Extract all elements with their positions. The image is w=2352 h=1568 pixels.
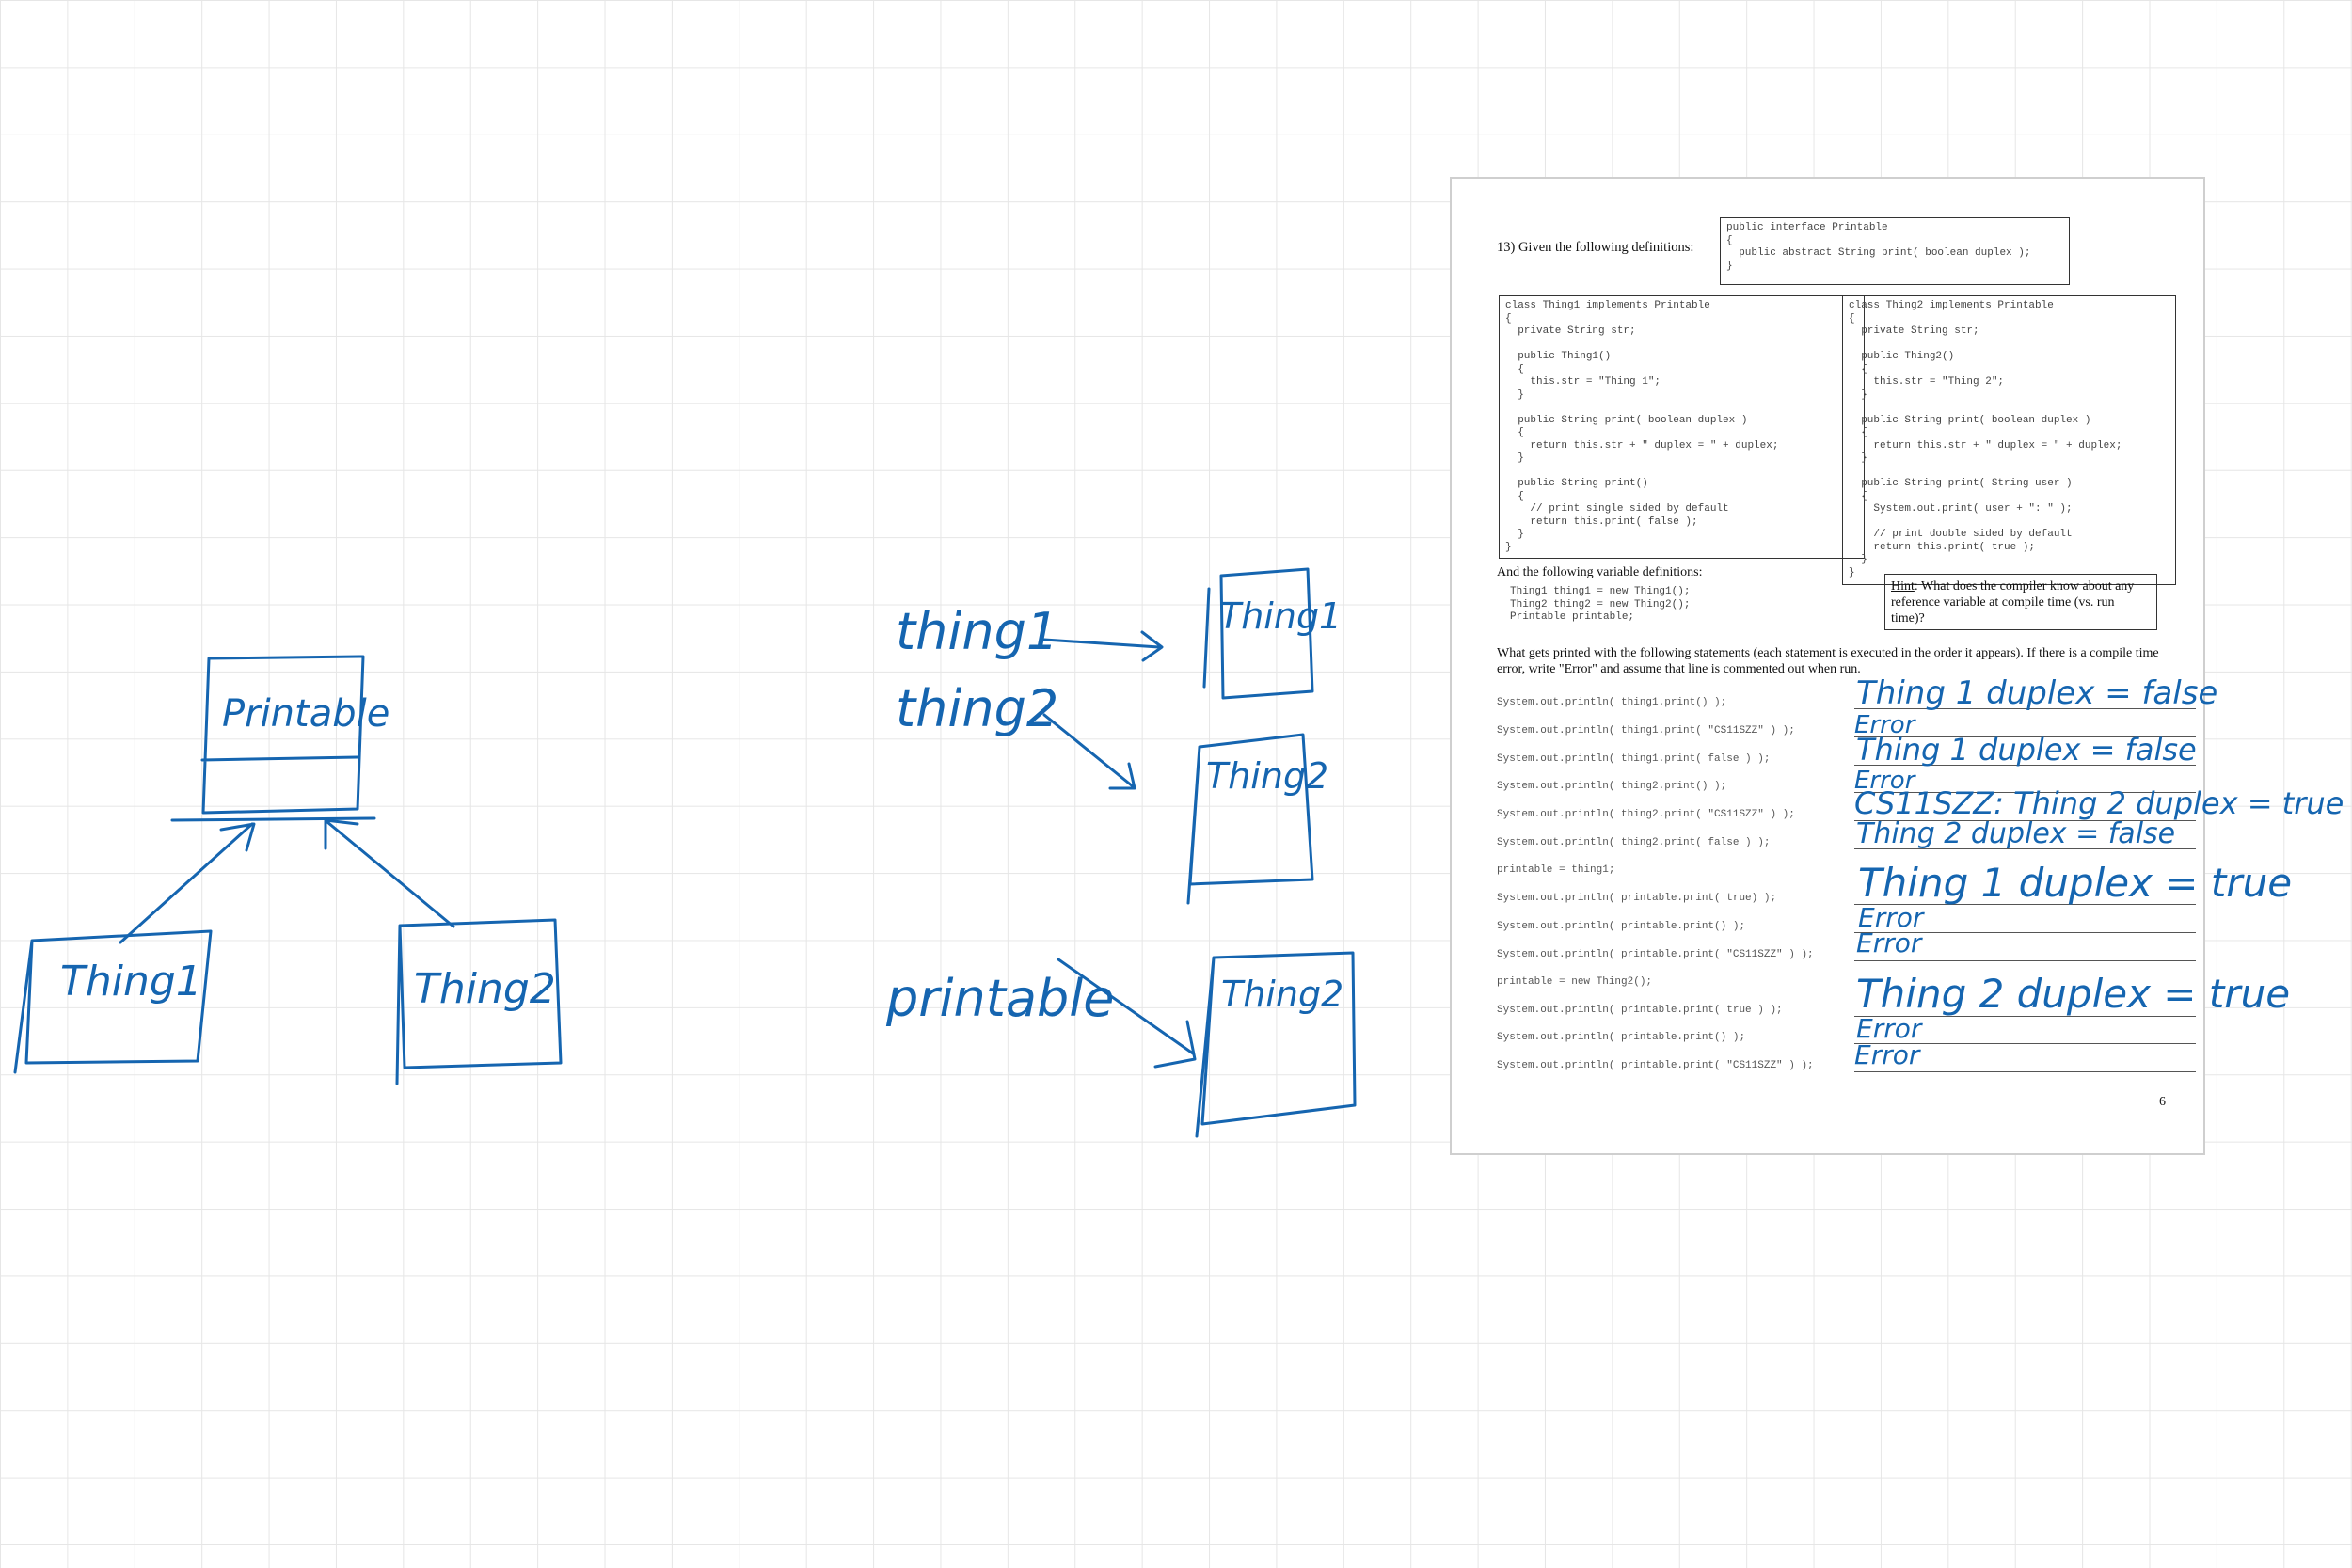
vars-intro: And the following variable definitions: [1497, 565, 1703, 579]
sketch-box-thing2-right [395, 918, 563, 1085]
statement: System.out.println( printable.print() ); [1497, 1032, 1746, 1043]
worksheet-page: 13) Given the following definitions: pub… [1450, 177, 2344, 1155]
answer: Thing 2 duplex = true [1856, 971, 2291, 1017]
answer: Thing 1 duplex = false [1856, 674, 2218, 712]
answer: CS11SZZ: Thing 2 duplex = true [1854, 785, 2344, 821]
hint-text: : What does the compiler know about any … [1891, 579, 2135, 626]
answer-line [1854, 1071, 2196, 1072]
thing1-code: class Thing1 implements Printable { priv… [1505, 300, 1779, 553]
answer: Error [1856, 1013, 1922, 1044]
statement: System.out.println( thing1.print() ); [1497, 697, 1727, 708]
question-intro: 13) Given the following definitions: [1497, 240, 1694, 255]
sketch-var-thing1: thing1 [896, 602, 1058, 661]
sketch-obj-thing2: Thing2 [1206, 755, 1328, 797]
answer-line [1854, 904, 2196, 905]
statement: System.out.println( thing1.print( false … [1497, 753, 1771, 765]
sketch-box-printable [170, 655, 376, 822]
answer-line [1854, 820, 2196, 821]
statement: System.out.println( printable.print( "CS… [1497, 1060, 1814, 1071]
answer-line [1854, 765, 2196, 766]
answer-line [1854, 736, 2196, 737]
vars-code: Thing1 thing1 = new Thing1(); Thing2 thi… [1510, 586, 1691, 623]
sketch-box-thing1-left [13, 929, 213, 1074]
sketch-arrow-thing2 [1042, 713, 1136, 790]
sketch-label-printable: Printable [222, 692, 389, 736]
sketch-label-thing2-right: Thing2 [414, 965, 556, 1013]
statement: System.out.println( printable.print( tru… [1497, 893, 1777, 904]
statement: printable = thing1; [1497, 864, 1615, 876]
answer: Error [1854, 767, 1915, 795]
sketch-box-thing2-object [1186, 733, 1314, 905]
answer: Thing 1 duplex = true [1858, 860, 2293, 906]
answer-line [1854, 960, 2196, 961]
hint-box: Hint: What does the compiler know about … [1884, 574, 2157, 630]
page-number: 6 [2159, 1095, 2166, 1109]
sketch-box-printable-object [1195, 951, 1357, 1138]
answer-line [1854, 708, 2196, 709]
statement: System.out.println( thing2.print() ); [1497, 781, 1727, 792]
statement: System.out.println( printable.print() ); [1497, 921, 1746, 932]
answer: Error [1854, 711, 1915, 739]
statement: System.out.println( thing2.print( false … [1497, 837, 1771, 848]
statement: System.out.println( printable.print( "CS… [1497, 949, 1814, 960]
answer: Thing 2 duplex = false [1856, 817, 2176, 850]
sketch-arrow-thing1-printable [119, 822, 256, 944]
sketch-arrow-thing2-printable [324, 818, 455, 928]
sketch-arrow-thing1 [1042, 630, 1164, 662]
sketch-arrow-printable [1057, 958, 1197, 1069]
statement: System.out.println( thing2.print( "CS11S… [1497, 809, 1795, 820]
thing2-code: class Thing2 implements Printable { priv… [1849, 300, 2122, 578]
answer: Thing 1 duplex = false [1856, 732, 2197, 768]
statement: System.out.println( printable.print( tru… [1497, 1005, 1783, 1016]
instructions: What gets printed with the following sta… [1497, 646, 2159, 676]
interface-code-box: public interface Printable { public abst… [1720, 217, 2070, 285]
sketch-var-thing2: thing2 [896, 679, 1058, 738]
answer-line [1854, 932, 2196, 933]
sketch-label-thing1-left: Thing1 [60, 958, 202, 1006]
hint-label: Hint [1891, 579, 1915, 594]
answer: Error [1854, 1039, 1920, 1070]
statement: System.out.println( thing1.print( "CS11S… [1497, 725, 1795, 736]
statement: printable = new Thing2(); [1497, 976, 1653, 988]
answer-line [1854, 792, 2196, 793]
sketch-obj-printable: Thing2 [1221, 974, 1343, 1015]
interface-code: public interface Printable { public abst… [1726, 222, 2031, 272]
sketch-var-printable: printable [885, 969, 1114, 1028]
sketch-obj-thing1: Thing1 [1219, 595, 1342, 637]
thing1-code-box: class Thing1 implements Printable { priv… [1499, 295, 1865, 559]
answer: Error [1856, 927, 1922, 958]
sketch-box-thing1-object [1202, 567, 1314, 700]
thing2-code-box: class Thing2 implements Printable { priv… [1842, 295, 2176, 585]
answer: Error [1858, 902, 1924, 933]
answer-line [1854, 848, 2196, 849]
answer-line [1854, 1016, 2196, 1017]
answer-line [1854, 1043, 2196, 1044]
